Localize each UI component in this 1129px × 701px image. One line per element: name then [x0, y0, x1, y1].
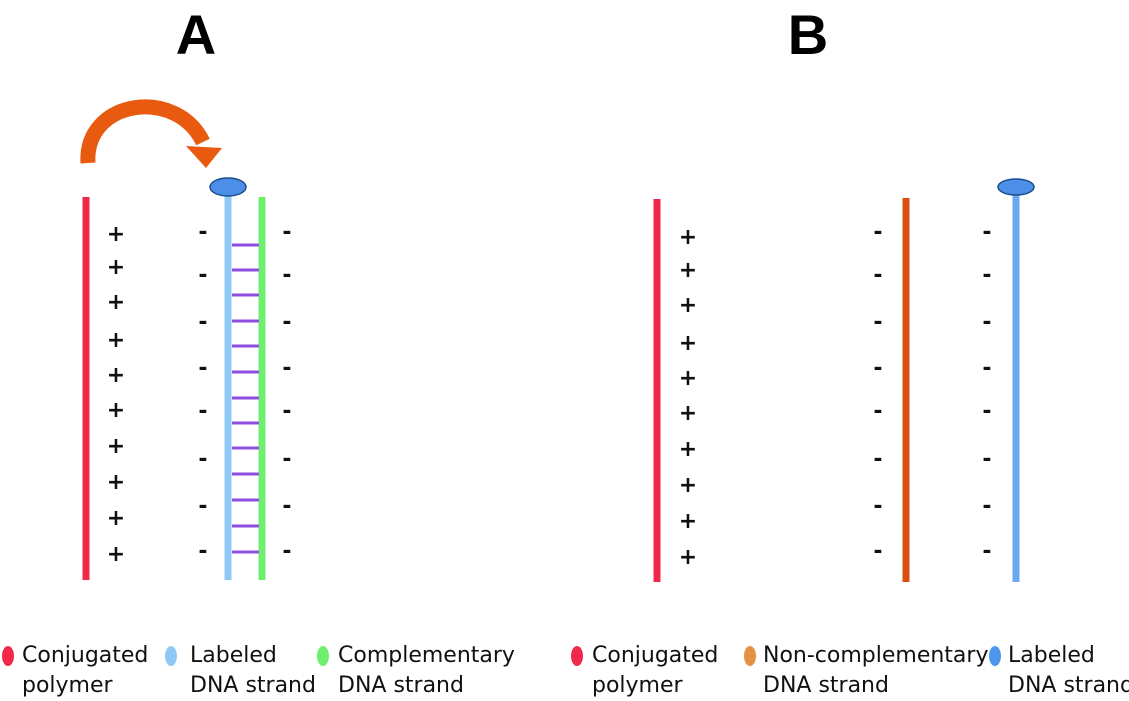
- base-pair-rungs: [232, 243, 259, 554]
- negative-charge: -: [873, 494, 882, 519]
- positive-charge: +: [679, 331, 697, 356]
- positive-charge: +: [107, 328, 125, 353]
- negative-charge: -: [873, 310, 882, 335]
- negative-charge: -: [873, 263, 882, 288]
- negative-charge: -: [198, 220, 207, 245]
- negative-charge: -: [873, 220, 882, 245]
- legend-panel-a: Conjugated polymer Labeled DNA strand Co…: [2, 643, 515, 698]
- legend-swatch: [317, 646, 329, 666]
- legend-label-line1: Complementary: [338, 643, 515, 668]
- charges-panel-a: + + + + + + + + + + - - - - - - - - - - - - - - - -: [107, 220, 292, 567]
- negative-charge: -: [282, 539, 291, 564]
- legend-swatch: [165, 646, 177, 666]
- negative-charge: -: [982, 447, 991, 472]
- negative-charge: -: [982, 539, 991, 564]
- legend-label-line1: Labeled: [190, 643, 277, 668]
- panel-a: A + + + + + + + + + + - - - - - - - - - - - - - - - - Conjugated …: [2, 3, 515, 698]
- legend-swatch: [571, 646, 583, 666]
- legend-item-labeled-dna-strand: Labeled DNA strand: [989, 643, 1129, 698]
- positive-charge: +: [107, 434, 125, 459]
- negative-charge: -: [282, 263, 291, 288]
- positive-charge: +: [107, 290, 125, 315]
- negative-charge: -: [198, 494, 207, 519]
- negative-charge: -: [873, 539, 882, 564]
- panel-a-title: A: [176, 3, 216, 66]
- negative-charge: -: [282, 220, 291, 245]
- negative-charge: -: [198, 356, 207, 381]
- positive-charge: +: [107, 470, 125, 495]
- negative-charge: -: [282, 310, 291, 335]
- positive-charge: +: [679, 258, 697, 283]
- negative-charge: -: [282, 356, 291, 381]
- negative-charge: -: [982, 356, 991, 381]
- positive-charge: +: [679, 293, 697, 318]
- fluorophore-dot-icon: [209, 177, 247, 197]
- legend-label-line1: Conjugated: [592, 643, 718, 668]
- legend-label-line2: DNA strand: [1008, 673, 1129, 698]
- positive-charge: +: [679, 437, 697, 462]
- negative-charge: -: [198, 447, 207, 472]
- legend-item-noncomplementary-dna-strand: Non-complementary DNA strand: [744, 643, 988, 698]
- legend-item-labeled-dna-strand: Labeled DNA strand: [165, 643, 316, 698]
- positive-charge: +: [107, 255, 125, 280]
- negative-charge: -: [198, 263, 207, 288]
- negative-charge: -: [282, 494, 291, 519]
- legend-swatch: [989, 646, 1001, 666]
- negative-charge: -: [873, 447, 882, 472]
- positive-charge: +: [679, 401, 697, 426]
- negative-charge: -: [982, 494, 991, 519]
- legend-item-conjugated-polymer: Conjugated polymer: [571, 643, 718, 698]
- positive-charge: +: [107, 506, 125, 531]
- charges-panel-b: + + + + + + + + + + - - - - - - - - - - - - - - - -: [679, 220, 992, 570]
- negative-charge: -: [873, 399, 882, 424]
- positive-charge: +: [107, 363, 125, 388]
- positive-charge: +: [107, 222, 125, 247]
- negative-charge: -: [282, 399, 291, 424]
- legend-label-line1: Non-complementary: [763, 643, 988, 668]
- negative-charge: -: [198, 310, 207, 335]
- legend-label-line2: DNA strand: [190, 673, 316, 698]
- panel-b-title: B: [788, 3, 828, 66]
- negative-charge: -: [982, 263, 991, 288]
- legend-swatch: [744, 646, 756, 666]
- legend-label-line1: Conjugated: [22, 643, 148, 668]
- positive-charge: +: [107, 542, 125, 567]
- legend-label-line2: polymer: [22, 673, 114, 698]
- positive-charge: +: [679, 225, 697, 250]
- negative-charge: -: [982, 399, 991, 424]
- legend-item-conjugated-polymer: Conjugated polymer: [2, 643, 148, 698]
- legend-label-line2: polymer: [592, 673, 684, 698]
- positive-charge: +: [679, 545, 697, 570]
- negative-charge: -: [198, 539, 207, 564]
- positive-charge: +: [679, 473, 697, 498]
- legend-label-line1: Labeled: [1008, 643, 1095, 668]
- legend-label-line2: DNA strand: [338, 673, 464, 698]
- negative-charge: -: [282, 447, 291, 472]
- panel-b: B + + + + + + + + + + - - - - - - - - - - - - - - - - Conjugated …: [571, 3, 1129, 698]
- curved-arrow-icon: [80, 99, 222, 168]
- negative-charge: -: [198, 399, 207, 424]
- negative-charge: -: [982, 310, 991, 335]
- positive-charge: +: [107, 398, 125, 423]
- legend-label-line2: DNA strand: [763, 673, 889, 698]
- legend-item-complementary-dna-strand: Complementary DNA strand: [317, 643, 515, 698]
- negative-charge: -: [873, 356, 882, 381]
- positive-charge: +: [679, 366, 697, 391]
- legend-swatch: [2, 646, 14, 666]
- fluorophore-dot-icon: [997, 178, 1035, 196]
- positive-charge: +: [679, 509, 697, 534]
- negative-charge: -: [982, 220, 991, 245]
- legend-panel-b: Conjugated polymer Non-complementary DNA…: [571, 643, 1129, 698]
